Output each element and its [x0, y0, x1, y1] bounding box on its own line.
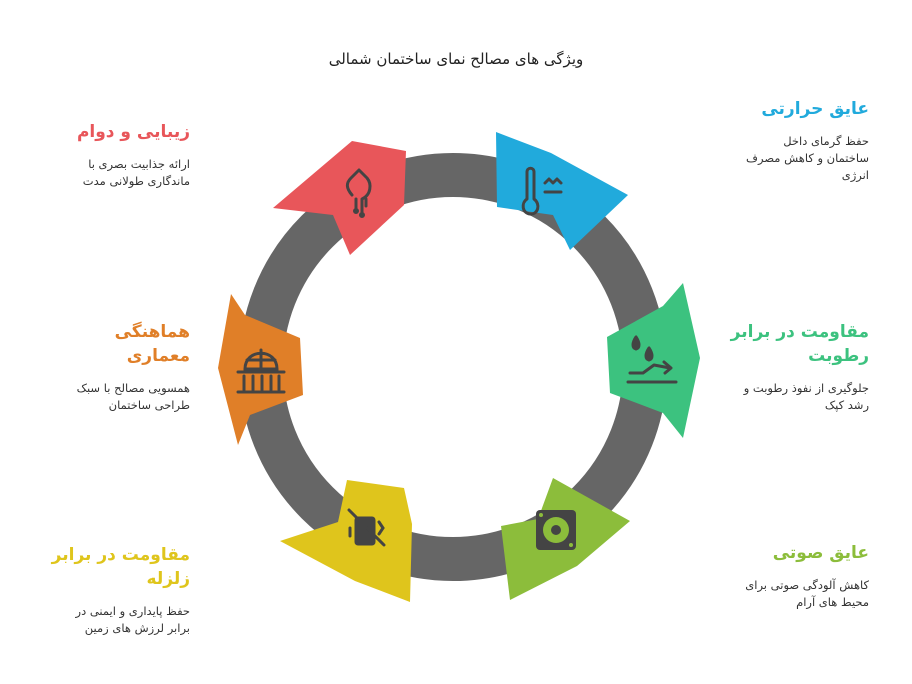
item-beauty-title: زیبایی و دوام	[76, 122, 190, 142]
water-drops-icon	[626, 335, 678, 384]
item-thermal-desc-line1: حفظ گرمای داخل	[783, 134, 869, 148]
item-moisture-title-line2: رطوبت	[808, 346, 869, 366]
item-harmony-desc-line2: طراحی ساختمان	[108, 398, 190, 412]
item-moisture: مقاومت در برابر رطوبت جلوگیری از نفوذ رط…	[719, 320, 869, 414]
item-harmony-desc-line1: همسویی مصالح با سبک	[76, 381, 190, 395]
item-moisture-title: مقاومت در برابر رطوبت	[719, 320, 869, 368]
speaker-icon	[536, 510, 576, 550]
building-icon	[236, 348, 286, 394]
item-seismic-title-line1: مقاومت در برابر	[51, 545, 190, 565]
item-harmony-title: هماهنگی معماری	[40, 320, 190, 368]
item-seismic-desc-line1: حفظ پایداری و ایمنی در	[75, 604, 190, 618]
item-beauty: زیبایی و دوام ارائه جذابیت بصری با ماندگ…	[40, 120, 190, 190]
item-harmony-title-line1: هماهنگی	[114, 322, 190, 342]
segment-moisture[interactable]	[607, 283, 700, 438]
item-thermal-title: عایق حرارتی	[761, 99, 869, 119]
item-acoustic-desc-line2: محیط های آرام	[796, 595, 869, 609]
page-title: ویژگی های مصالح نمای ساختمان شمالی	[328, 50, 584, 68]
item-moisture-desc-line2: رشد کپک	[824, 398, 869, 412]
item-seismic: مقاومت در برابر زلزله حفظ پایداری و ایمن…	[40, 543, 190, 637]
vibration-off-icon	[347, 508, 386, 547]
item-moisture-title-line1: مقاومت در برابر	[730, 322, 869, 342]
item-beauty-desc-line2: ماندگاری طولانی مدت	[82, 174, 190, 188]
item-thermal: عایق حرارتی حفظ گرمای داخل ساختمان و کاه…	[719, 97, 869, 184]
item-thermal-desc-line3: انرژی	[841, 168, 869, 182]
item-seismic-title: مقاومت در برابر زلزله	[40, 543, 190, 591]
item-acoustic-desc-line1: کاهش آلودگی صوتی برای	[745, 578, 869, 592]
melting-drop-icon	[345, 168, 372, 218]
item-acoustic-title: عایق صوتی	[772, 543, 869, 563]
item-moisture-desc-line1: جلوگیری از نفوذ رطوبت و	[743, 381, 869, 395]
item-beauty-desc-line1: ارائه جذابیت بصری با	[88, 157, 190, 171]
segment-beauty[interactable]	[273, 141, 406, 255]
segment-seismic[interactable]	[280, 480, 412, 602]
item-thermal-desc-line2: ساختمان و کاهش مصرف	[746, 151, 869, 165]
thermometer-icon	[521, 166, 563, 216]
item-seismic-desc-line2: برابر لرزش های زمین	[84, 621, 190, 635]
item-acoustic: عایق صوتی کاهش آلودگی صوتی برای محیط های…	[719, 541, 869, 611]
item-harmony: هماهنگی معماری همسویی مصالح با سبک طراحی…	[40, 320, 190, 414]
item-harmony-title-line2: معماری	[126, 346, 190, 366]
item-seismic-title-line2: زلزله	[146, 569, 190, 589]
